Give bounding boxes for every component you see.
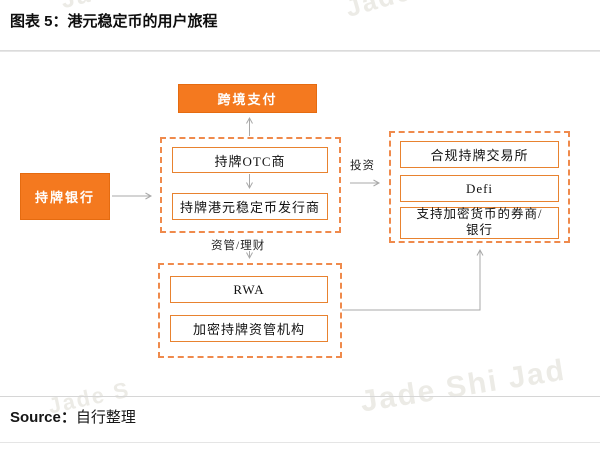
source-separator [0,396,600,397]
node-licensed-crypto-asset-manager: 加密持牌资管机构 [170,315,328,342]
node-licensed-exchange: 合规持牌交易所 [400,141,559,168]
edge-label-wealth-management: 资管/理财 [211,240,266,252]
node-licensed-hkd-stablecoin-issuer: 持牌港元稳定币发行商 [172,193,328,220]
node-crypto-broker-bank: 支持加密货币的券商/银行 [400,207,559,239]
group-wealth-management [158,263,342,358]
figure-title: 图表 5：港元稳定币的用户旅程 [10,13,218,30]
node-defi: Defi [400,175,559,202]
node-licensed-otc-dealer: 持牌OTC商 [172,147,328,173]
edge-label-invest: 投资 [350,160,375,172]
title-separator [0,50,600,52]
group-investment [389,131,570,243]
source-value: 自行整理 [75,409,136,426]
group-issuance [160,137,341,233]
node-licensed-bank: 持牌银行 [20,173,110,220]
source-label: Source： [10,409,76,426]
node-cross-border-payment: 跨境支付 [178,84,317,113]
source-line: Source：自行整理 [10,406,136,427]
page-bottom-border [0,442,600,443]
node-rwa: RWA [170,276,328,303]
arrow-wealth-group-to-investment-group [342,248,484,311]
